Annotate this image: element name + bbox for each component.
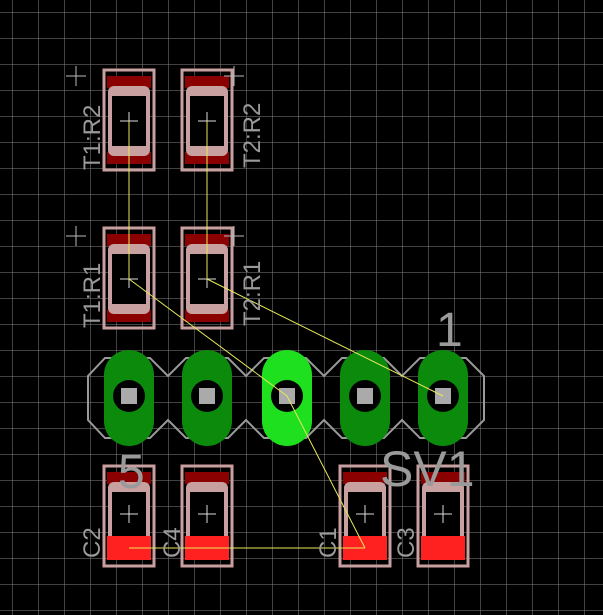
label-c2: C2	[79, 527, 106, 558]
header-pin-4[interactable]	[182, 350, 232, 446]
origin-crosses	[66, 66, 244, 246]
label-pin1: 1	[436, 304, 463, 357]
label-pin5: 5	[118, 446, 145, 499]
label-sv1: SV1	[380, 441, 475, 497]
label-c1: C1	[315, 527, 342, 558]
header-pin-1[interactable]	[418, 350, 468, 446]
airwires	[128, 121, 444, 549]
label-t1r1: T1:R1	[79, 263, 106, 328]
header-pin-3[interactable]	[262, 350, 312, 446]
header-pin-5[interactable]	[104, 350, 154, 446]
component-c2[interactable]	[102, 464, 156, 568]
header-pin-2[interactable]	[340, 350, 390, 446]
component-c3[interactable]	[416, 464, 470, 568]
label-c4: C4	[159, 527, 186, 558]
label-t1r2: T1:R2	[79, 105, 106, 170]
label-t2r2: T2:R2	[239, 103, 266, 168]
label-t2r1: T2:R1	[239, 261, 266, 326]
component-c4[interactable]	[180, 464, 234, 568]
label-c3: C3	[393, 527, 420, 558]
